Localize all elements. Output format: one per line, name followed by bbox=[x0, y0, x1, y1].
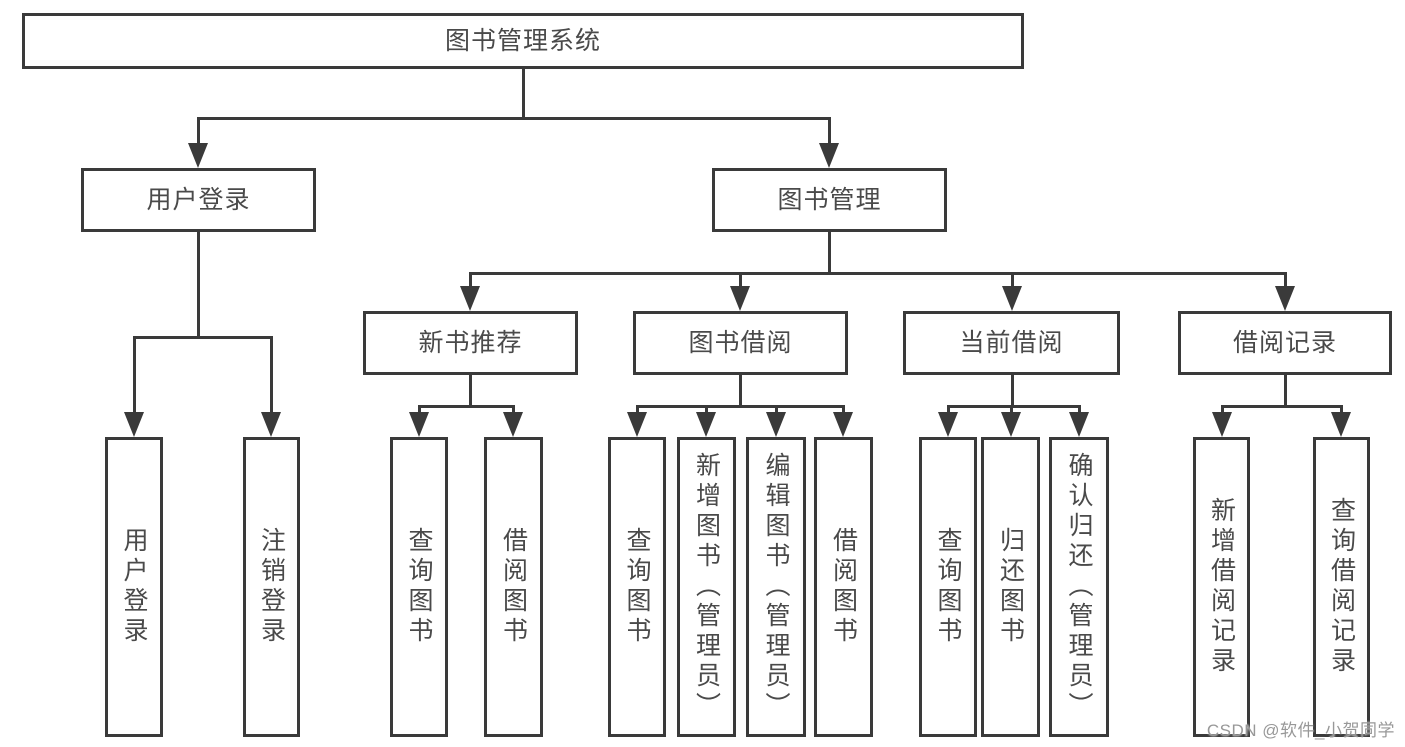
node-label-current-borrowing: 当前借阅 bbox=[959, 329, 1064, 357]
connector-drop-user-login-leaf bbox=[132, 336, 136, 420]
connector-drop-borrowing-records bbox=[1283, 272, 1287, 294]
arrowhead-icon bbox=[123, 412, 144, 437]
node-add-borrow-record: 新增借阅记录 bbox=[1193, 437, 1250, 737]
arrowhead-icon bbox=[832, 412, 853, 437]
node-user-login: 用户登录 bbox=[81, 168, 316, 232]
connector-rail-borrowing-records bbox=[1220, 405, 1343, 408]
node-book-management: 图书管理 bbox=[712, 168, 947, 232]
arrowhead-icon bbox=[729, 286, 750, 311]
arrowhead-icon bbox=[187, 143, 208, 168]
connector-drop-new-book-recommend bbox=[468, 272, 472, 294]
node-label-book-management: 图书管理 bbox=[777, 186, 882, 214]
arrowhead-icon bbox=[1068, 412, 1089, 437]
node-label-add-borrow-record: 新增借阅记录 bbox=[1207, 497, 1236, 677]
node-query-borrow-record: 查询借阅记录 bbox=[1313, 437, 1370, 737]
node-new-book-recommend: 新书推荐 bbox=[363, 311, 578, 375]
node-label-add-books-admin: 新增图书（管理员） bbox=[692, 452, 721, 722]
node-label-edit-books-admin: 编辑图书（管理员） bbox=[762, 452, 790, 722]
connector-drop-user-login bbox=[196, 117, 200, 151]
connector-rail-user-login bbox=[132, 336, 273, 339]
connector-stem-book-borrowing bbox=[738, 375, 742, 408]
node-label-root: 图书管理系统 bbox=[444, 27, 601, 55]
node-label-query-books-1: 查询图书 bbox=[405, 527, 433, 647]
arrowhead-icon bbox=[502, 412, 523, 437]
arrowhead-icon bbox=[1330, 412, 1351, 437]
node-label-user-login-leaf: 用户登录 bbox=[120, 527, 148, 647]
arrowhead-icon bbox=[765, 412, 786, 437]
arrowhead-icon bbox=[1211, 412, 1232, 437]
connector-stem-current-borrowing bbox=[1010, 375, 1014, 408]
connector-rail-current-borrowing bbox=[946, 405, 1081, 408]
connector-stem-root bbox=[521, 69, 525, 120]
node-query-books-1: 查询图书 bbox=[390, 437, 448, 737]
node-root: 图书管理系统 bbox=[22, 13, 1024, 69]
node-label-query-books-2: 查询图书 bbox=[623, 527, 651, 647]
arrowhead-icon bbox=[818, 143, 839, 168]
connector-rail-new-book-recommend bbox=[417, 405, 515, 408]
arrowhead-icon bbox=[1000, 412, 1021, 437]
arrowhead-icon bbox=[695, 412, 716, 437]
arrowhead-icon bbox=[1274, 286, 1295, 311]
node-confirm-return-admin: 确认归还（管理员） bbox=[1049, 437, 1109, 737]
node-user-login-leaf: 用户登录 bbox=[105, 437, 163, 737]
node-label-user-login: 用户登录 bbox=[146, 186, 251, 214]
arrowhead-icon bbox=[937, 412, 958, 437]
node-label-return-books: 归还图书 bbox=[996, 527, 1025, 647]
arrowhead-icon bbox=[260, 412, 281, 437]
connector-drop-book-management bbox=[827, 117, 831, 151]
node-logout-leaf: 注销登录 bbox=[243, 437, 300, 737]
connector-drop-current-borrowing bbox=[1010, 272, 1014, 294]
node-label-new-book-recommend: 新书推荐 bbox=[418, 329, 523, 357]
node-label-confirm-return-admin: 确认归还（管理员） bbox=[1065, 452, 1093, 722]
node-label-logout-leaf: 注销登录 bbox=[257, 527, 286, 647]
node-borrow-books-1: 借阅图书 bbox=[484, 437, 543, 737]
connector-stem-book-management bbox=[827, 232, 831, 275]
node-borrow-books-2: 借阅图书 bbox=[814, 437, 873, 737]
connector-drop-logout-leaf bbox=[269, 336, 273, 420]
connector-stem-user-login bbox=[196, 232, 200, 339]
node-book-borrowing: 图书借阅 bbox=[633, 311, 848, 375]
arrowhead-icon bbox=[459, 286, 480, 311]
connector-stem-new-book-recommend bbox=[468, 375, 472, 408]
node-query-books-2: 查询图书 bbox=[608, 437, 666, 737]
node-current-borrowing: 当前借阅 bbox=[903, 311, 1120, 375]
node-edit-books-admin: 编辑图书（管理员） bbox=[746, 437, 806, 737]
node-label-borrow-books-1: 借阅图书 bbox=[499, 527, 528, 647]
node-label-borrowing-records: 借阅记录 bbox=[1232, 329, 1337, 357]
node-query-books-3: 查询图书 bbox=[919, 437, 977, 737]
node-label-book-borrowing: 图书借阅 bbox=[688, 329, 793, 357]
arrowhead-icon bbox=[626, 412, 647, 437]
arrowhead-icon bbox=[408, 412, 429, 437]
node-add-books-admin: 新增图书（管理员） bbox=[677, 437, 736, 737]
connector-rail-book-management bbox=[468, 272, 1287, 275]
node-label-query-books-3: 查询图书 bbox=[934, 527, 962, 647]
node-return-books: 归还图书 bbox=[981, 437, 1040, 737]
node-borrowing-records: 借阅记录 bbox=[1178, 311, 1392, 375]
arrowhead-icon bbox=[1001, 286, 1022, 311]
node-label-query-borrow-record: 查询借阅记录 bbox=[1327, 497, 1356, 677]
watermark: CSDN @软件_小贺同学 bbox=[1206, 721, 1395, 740]
node-label-borrow-books-2: 借阅图书 bbox=[829, 527, 858, 647]
connector-drop-book-borrowing bbox=[738, 272, 742, 294]
connector-stem-borrowing-records bbox=[1283, 375, 1287, 408]
connector-rail-book-borrowing bbox=[635, 405, 845, 408]
connector-rail-root bbox=[196, 117, 831, 120]
